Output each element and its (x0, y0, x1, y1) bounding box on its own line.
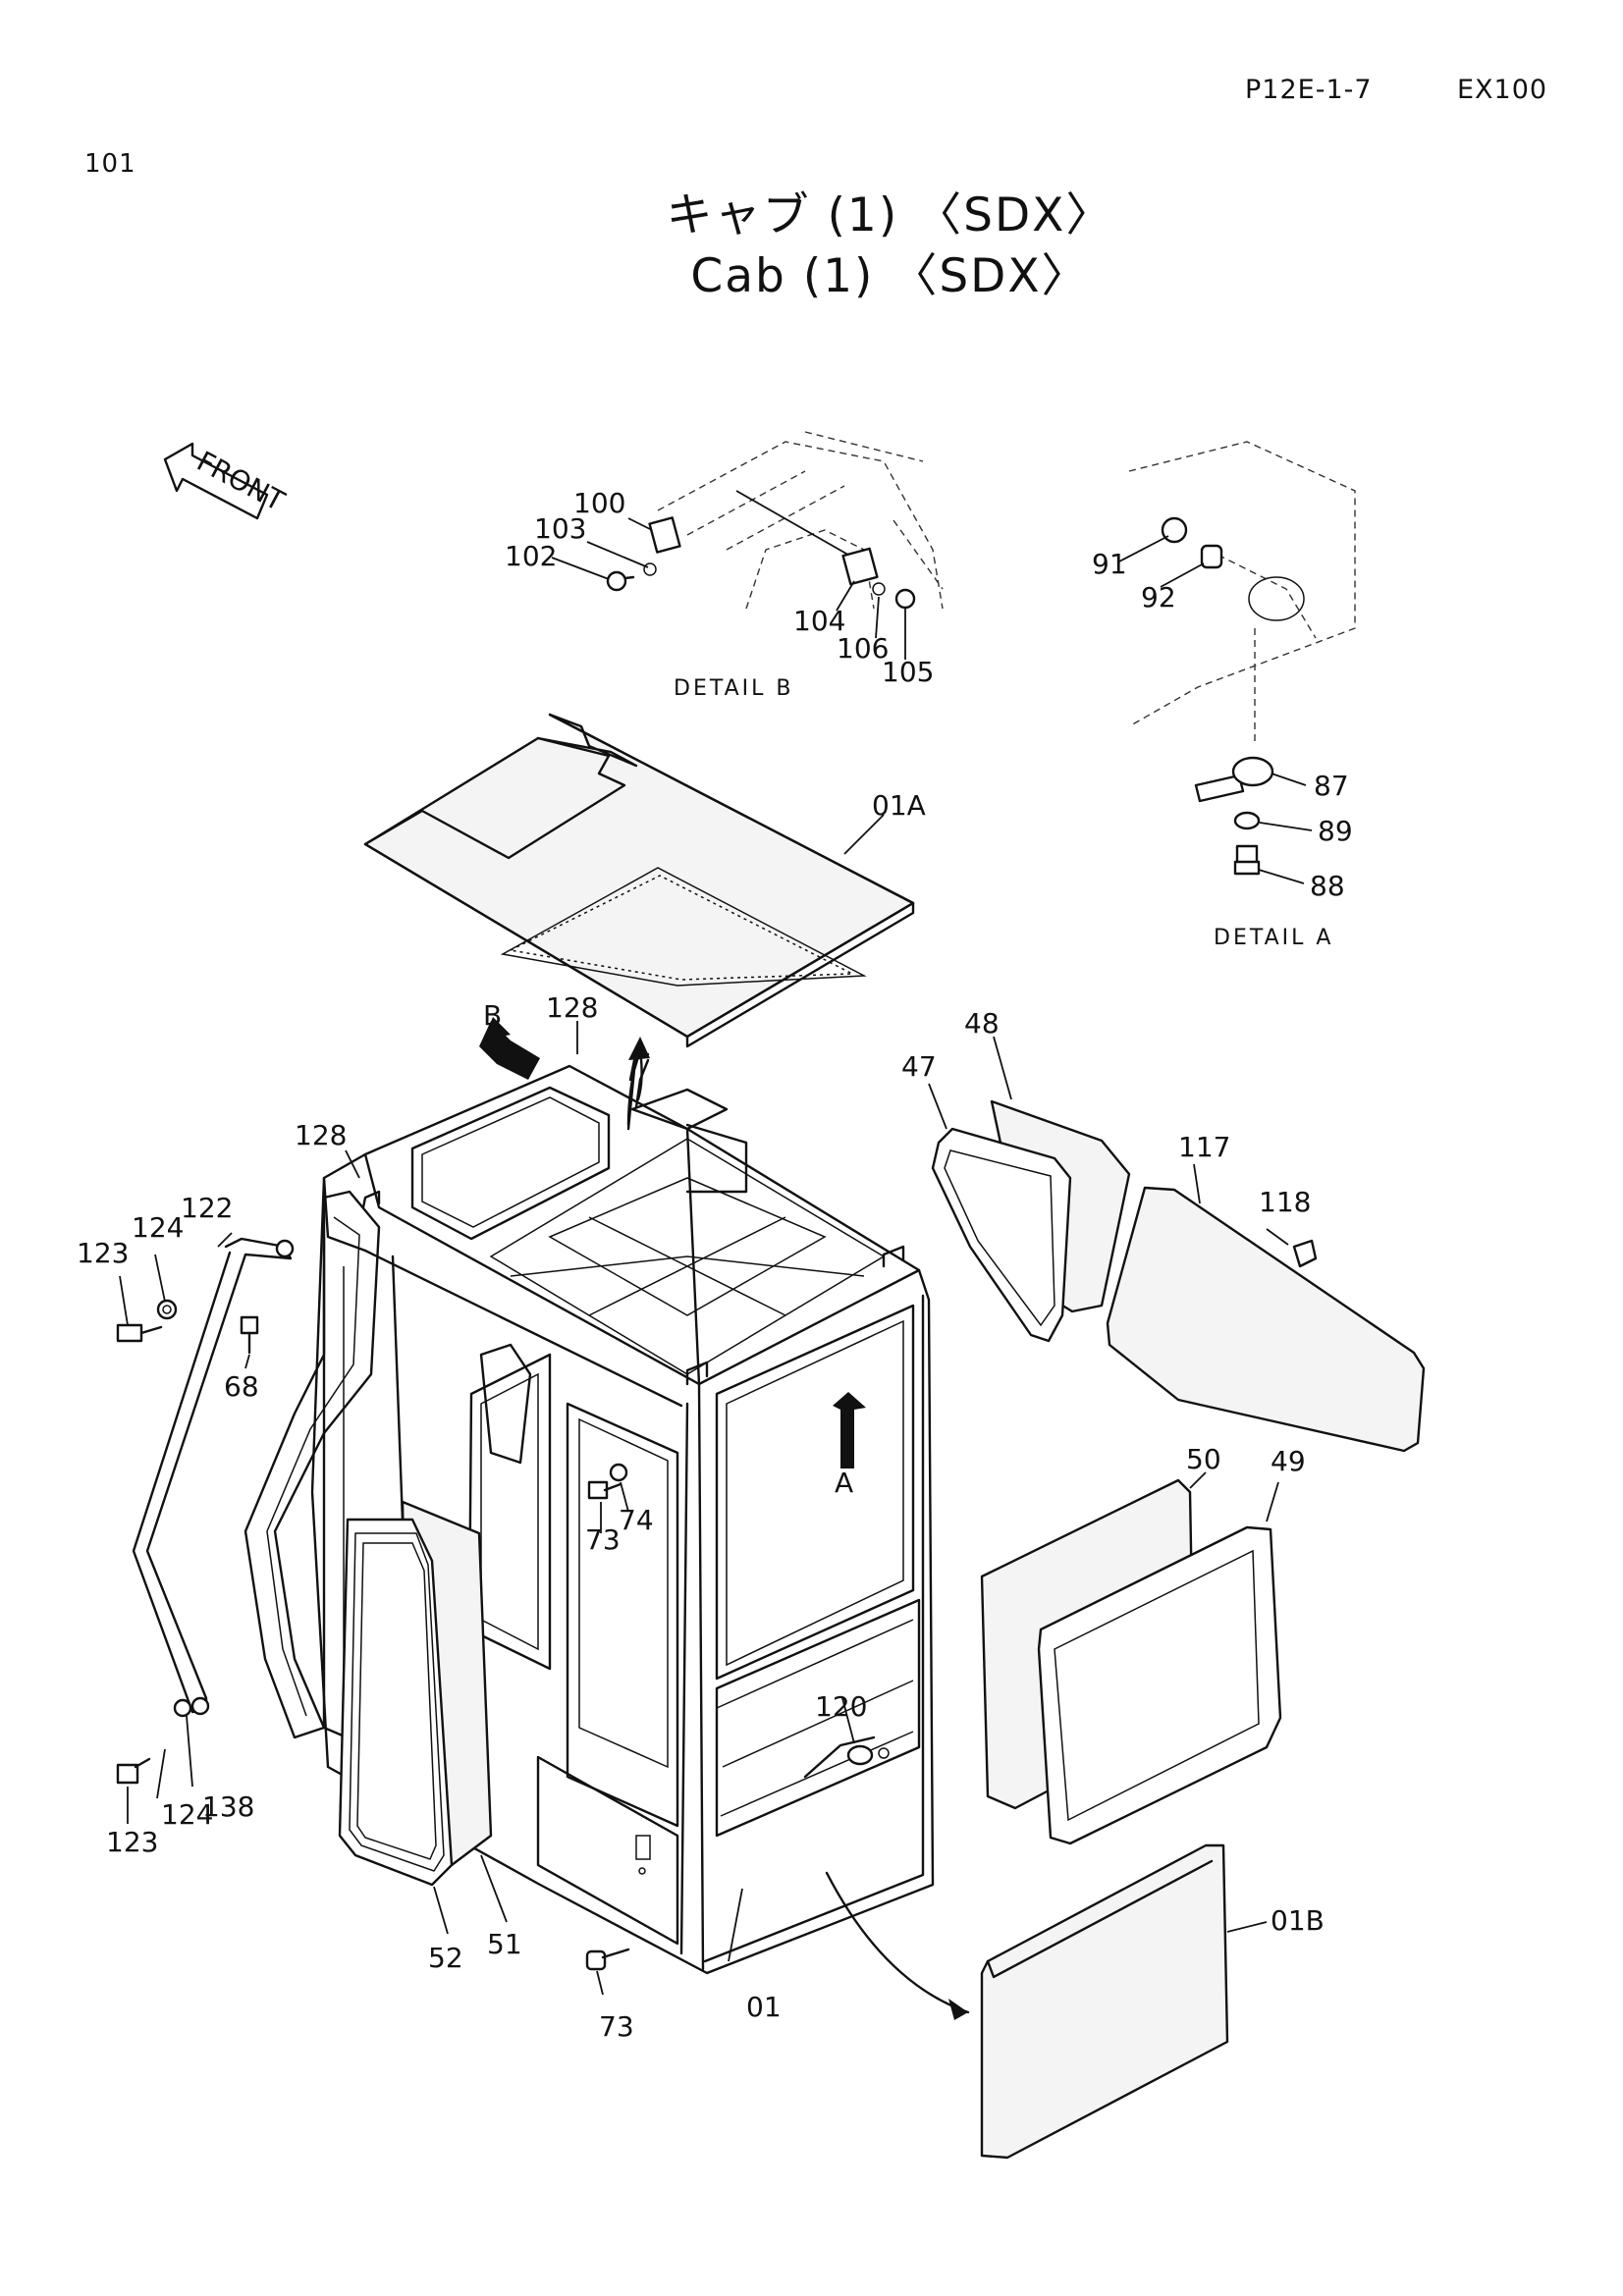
detail-a-label: DETAIL A (1214, 926, 1333, 950)
front-arrow-icon: FRONT (163, 442, 291, 520)
callout-47: 47 (901, 1050, 937, 1083)
callout-124-bot: 124 (161, 1798, 213, 1831)
title-english: Cab (1) 〈SDX〉 (690, 249, 1090, 303)
callout-106: 106 (837, 632, 889, 665)
callout-87: 87 (1314, 770, 1349, 802)
callout-73-mid: 73 (585, 1523, 621, 1556)
detail-b-group: 100 103 102 104 106 105 DETAIL B (505, 431, 944, 701)
callout-122: 122 (181, 1192, 233, 1224)
callout-68: 68 (224, 1370, 259, 1403)
callout-120: 120 (815, 1690, 867, 1723)
model-name: EX100 (1457, 75, 1548, 105)
callout-118: 118 (1259, 1186, 1311, 1218)
callout-104: 104 (793, 605, 845, 637)
upper-right-panes: 48 47 (901, 1007, 1131, 1343)
grab-rail-group: 122 124 123 68 138 124 123 (77, 1192, 295, 1858)
callout-50: 50 (1186, 1443, 1221, 1475)
side-glass: 117 118 (1106, 1131, 1426, 1453)
callout-128-left: 128 (295, 1119, 347, 1151)
bottom-panel: 01B (980, 1843, 1325, 2160)
front-arrow-label: FRONT (191, 445, 291, 517)
callout-48: 48 (964, 1007, 1000, 1040)
marker-a: A (835, 1467, 853, 1499)
lower-right-panes: 50 49 (980, 1443, 1306, 1845)
marker-b: B (483, 999, 502, 1032)
callout-01b: 01B (1271, 1904, 1325, 1937)
roof-panel: 01A (363, 713, 926, 1048)
callout-123-top: 123 (77, 1237, 129, 1269)
callout-128-top: 128 (546, 991, 598, 1024)
callout-51: 51 (487, 1928, 522, 1960)
detail-a-group: 91 92 87 89 88 DETAIL A (1092, 441, 1356, 950)
bolts-73-74: 73 74 73 (585, 1463, 654, 2043)
cab-body: 128 128 B A 120 01 (295, 991, 970, 2023)
detail-b-label: DETAIL B (674, 676, 793, 701)
callout-49: 49 (1271, 1445, 1306, 1477)
callout-123-bot: 123 (106, 1826, 158, 1858)
callout-73-bot: 73 (599, 2010, 634, 2043)
callout-01: 01 (746, 1991, 782, 2023)
callout-117: 117 (1178, 1131, 1230, 1163)
callout-105: 105 (882, 656, 934, 688)
page-number: 101 (84, 149, 136, 179)
callout-103: 103 (534, 512, 586, 545)
page-code: P12E-1-7 (1245, 75, 1373, 105)
callout-124-top: 124 (132, 1211, 184, 1244)
callout-100: 100 (573, 487, 625, 519)
callout-88: 88 (1310, 870, 1345, 902)
callout-102: 102 (505, 540, 557, 572)
callout-74: 74 (619, 1504, 654, 1536)
callout-138: 138 (202, 1790, 254, 1823)
callout-01a: 01A (872, 789, 926, 822)
callout-91: 91 (1092, 548, 1127, 580)
callout-52: 52 (428, 1942, 463, 1974)
title-japanese: キャブ (1) 〈SDX〉 (666, 188, 1114, 242)
callout-92: 92 (1141, 581, 1176, 614)
door-panes: 52 51 (338, 1500, 522, 1974)
callout-89: 89 (1318, 815, 1353, 847)
left-door-frame (243, 1190, 532, 1739)
